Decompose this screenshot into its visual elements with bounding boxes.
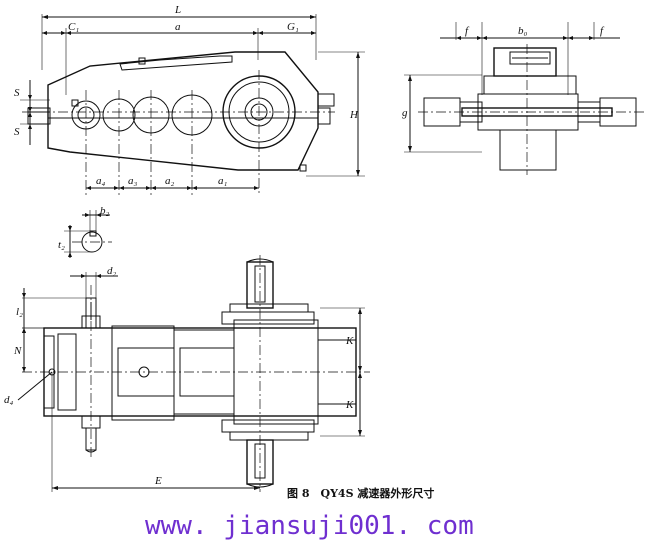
dim-a4: a₄ bbox=[96, 175, 106, 187]
dim-E: E bbox=[154, 475, 162, 487]
front-view: L C₁ a G₁ bbox=[14, 4, 365, 195]
dim-H: H bbox=[349, 109, 359, 121]
dim-d2: d₂ bbox=[107, 265, 117, 277]
watermark: www. jiansuji001. com bbox=[145, 511, 474, 541]
dim-a2: a₂ bbox=[165, 175, 175, 187]
dim-S-upper: S bbox=[14, 87, 20, 99]
dim-b0: b₀ bbox=[518, 25, 528, 37]
dim-d4: d₄ bbox=[4, 394, 14, 406]
plan-view: d₂ l₂ bbox=[4, 255, 370, 492]
dim-b2: b₂ bbox=[100, 205, 110, 217]
dim-a: a bbox=[175, 21, 181, 33]
dim-a1: a₁ bbox=[218, 175, 228, 187]
dim-f-right: f bbox=[600, 25, 605, 37]
dim-t2: t₂ bbox=[58, 239, 65, 251]
dim-g: g bbox=[402, 107, 408, 119]
key-detail: b₂ t₂ bbox=[58, 205, 112, 258]
dim-f-left: f bbox=[465, 25, 470, 37]
side-view: f b₀ f g bbox=[402, 22, 645, 175]
dim-S-lower: S bbox=[14, 126, 20, 138]
dim-C1: C₁ bbox=[68, 21, 79, 33]
dim-L: L bbox=[174, 4, 181, 16]
figure-caption: 图 8 QY4S 减速器外形尺寸 bbox=[287, 486, 434, 500]
dim-a3: a₃ bbox=[128, 175, 138, 187]
dim-K-upper: K bbox=[345, 335, 354, 347]
dim-G1: G₁ bbox=[287, 21, 299, 33]
dim-N: N bbox=[13, 345, 22, 357]
dim-K-lower: K bbox=[345, 399, 354, 411]
dim-l2: l₂ bbox=[16, 306, 23, 318]
